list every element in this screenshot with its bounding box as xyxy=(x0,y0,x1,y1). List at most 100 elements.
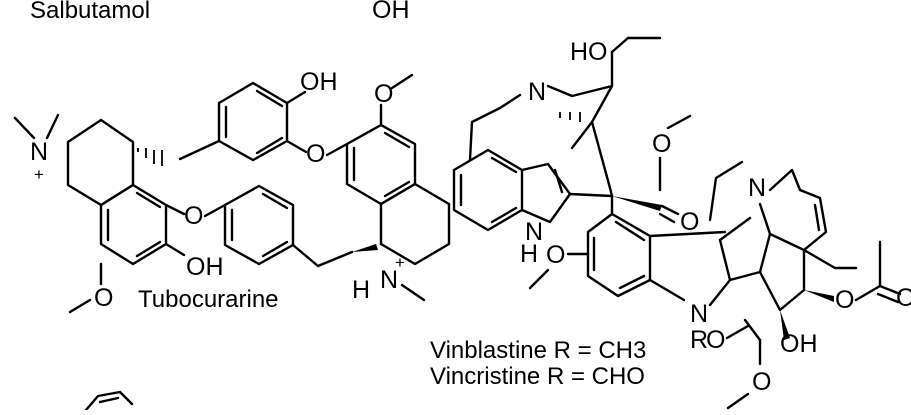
tubo-top-ring-dbl3 xyxy=(255,136,284,155)
vin-ethyl-right xyxy=(802,248,858,270)
vin-o-methoxy: O xyxy=(546,241,565,269)
vin-alkene-dbl xyxy=(813,203,821,232)
tubo-n1: N xyxy=(30,138,48,166)
vin-ester2-methyl xyxy=(726,392,750,410)
vin-indole-dbl4 xyxy=(553,168,564,194)
salbutamol-label: Salbutamol xyxy=(30,0,150,24)
vin-carbonyl2 xyxy=(658,212,676,224)
vin-ch2-down xyxy=(590,120,612,190)
tubo-o2-right xyxy=(203,203,227,218)
vin-o-edge: O xyxy=(896,284,911,312)
vin-ester2-a xyxy=(743,318,762,342)
tubo-n1-plus: + xyxy=(34,165,44,184)
vinblastine-structure: HO N O O N H xyxy=(430,36,911,410)
tubo-oh-bond xyxy=(285,90,307,105)
vincristine-label: Vincristine R = CHO xyxy=(430,363,645,390)
vin-o-bottom: O xyxy=(752,368,771,396)
tubo-n2-methyl xyxy=(400,283,426,302)
tubo-ome-right-methyl xyxy=(390,73,414,90)
vin-ome-methyl xyxy=(528,268,550,290)
tubo-oh-top: OH xyxy=(300,68,338,96)
fragment-ring xyxy=(84,390,134,412)
tubo-right-ring-sat xyxy=(379,182,451,266)
cropped-ring-fragment xyxy=(84,390,134,412)
vin-aryl-ring xyxy=(586,212,652,298)
tubo-wedge xyxy=(352,244,378,252)
vin-n-right: N xyxy=(690,300,708,328)
vin-carbonyl xyxy=(660,204,680,216)
tubo-n1-methyl1 xyxy=(13,116,36,140)
vin-hash-top xyxy=(559,112,581,122)
vin-o-r: O xyxy=(706,326,725,354)
tubo-o-bottom: O xyxy=(94,284,113,312)
vin-spiro-a xyxy=(718,216,752,282)
tubo-oh-bottom-bond xyxy=(164,242,186,257)
vin-chain-left xyxy=(468,93,522,162)
tubo-left-arom-dbl2 xyxy=(135,240,162,258)
fragment-dbl xyxy=(98,396,120,404)
vin-oh-right: OH xyxy=(780,330,818,358)
vin-ho: HO xyxy=(570,38,608,66)
tubo-right-dbl3 xyxy=(383,131,411,149)
vin-n-ring-right xyxy=(768,168,802,192)
vin-o-acetoxy: O xyxy=(835,286,854,314)
vin-nh-h: H xyxy=(520,240,538,268)
vin-r: R xyxy=(690,326,708,354)
tubo-left-arom-dbl3 xyxy=(135,191,162,209)
vin-oh-wedge xyxy=(780,310,790,340)
vin-ring-fusion xyxy=(758,202,806,292)
vin-spiro-hash xyxy=(648,230,727,238)
tubo-ch2-2 xyxy=(316,250,354,268)
vin-acetyl-co2 xyxy=(876,292,900,304)
vin-pyrroline-a xyxy=(708,160,744,222)
vin-quat xyxy=(608,186,614,198)
tubo-mid-ring xyxy=(223,184,295,266)
vin-n-ring-link xyxy=(708,278,732,307)
tubo-o-methoxy: O xyxy=(374,80,393,108)
vin-indole-dbl3 xyxy=(490,156,518,174)
vin-aryl-dbl3 xyxy=(614,220,646,242)
vin-acetyl-co xyxy=(878,284,902,296)
tubo-oh-bottom: OH xyxy=(186,253,224,281)
vin-indole-pyrrole xyxy=(520,162,572,224)
salbutamol-oh: OH xyxy=(372,0,410,24)
vin-cyclohexene xyxy=(798,188,828,252)
vin-top-ring-a xyxy=(546,50,614,98)
tubo-mid-dbl2 xyxy=(261,240,289,258)
tubo-link-left xyxy=(178,139,221,161)
vin-ester-methyl xyxy=(666,114,692,130)
vin-n-ring: N xyxy=(748,174,766,202)
tubo-mid-dbl3 xyxy=(261,192,289,210)
tubo-right-dbl2 xyxy=(383,180,411,198)
vin-nh-n: N xyxy=(525,218,543,246)
vin-acetyl xyxy=(854,240,882,302)
vin-ethyl1 xyxy=(610,36,630,54)
tubo-ch2-1 xyxy=(291,243,320,268)
vin-acetoxy-wedge xyxy=(804,290,834,302)
tubo-hash1 xyxy=(137,148,163,166)
tubo-right-ring-arom xyxy=(345,123,417,206)
vin-aryl-dbl2 xyxy=(618,274,646,290)
tubo-top-ring-dbl2 xyxy=(255,89,284,108)
vin-indole-dbl2 xyxy=(490,206,518,224)
salbutamol-fragment: Salbutamol OH xyxy=(30,0,410,24)
tubo-ome-methyl xyxy=(68,298,92,314)
tubo-n1-methyl2 xyxy=(45,113,60,140)
tubo-n2-plus: + xyxy=(395,253,405,272)
vin-cho-bond xyxy=(725,324,750,340)
tubo-o-bridge2: O xyxy=(184,202,203,230)
vin-indole-link xyxy=(568,192,614,198)
vin-ester-wedge xyxy=(612,196,662,211)
vin-lower-ring2 xyxy=(758,270,806,312)
tubo-o-bridge1: O xyxy=(306,140,325,168)
tubo-bridge1-right xyxy=(325,142,349,157)
tubo-o2-bond xyxy=(164,203,186,216)
vin-lower-ring xyxy=(728,232,772,282)
vin-n-top: N xyxy=(528,78,546,106)
tubo-h: H xyxy=(352,276,370,304)
tubocurarine-label: Tubocurarine xyxy=(138,286,279,313)
tubocurarine-structure: OH O N + O OH O xyxy=(13,68,451,314)
tubo-n2: N xyxy=(380,266,398,294)
